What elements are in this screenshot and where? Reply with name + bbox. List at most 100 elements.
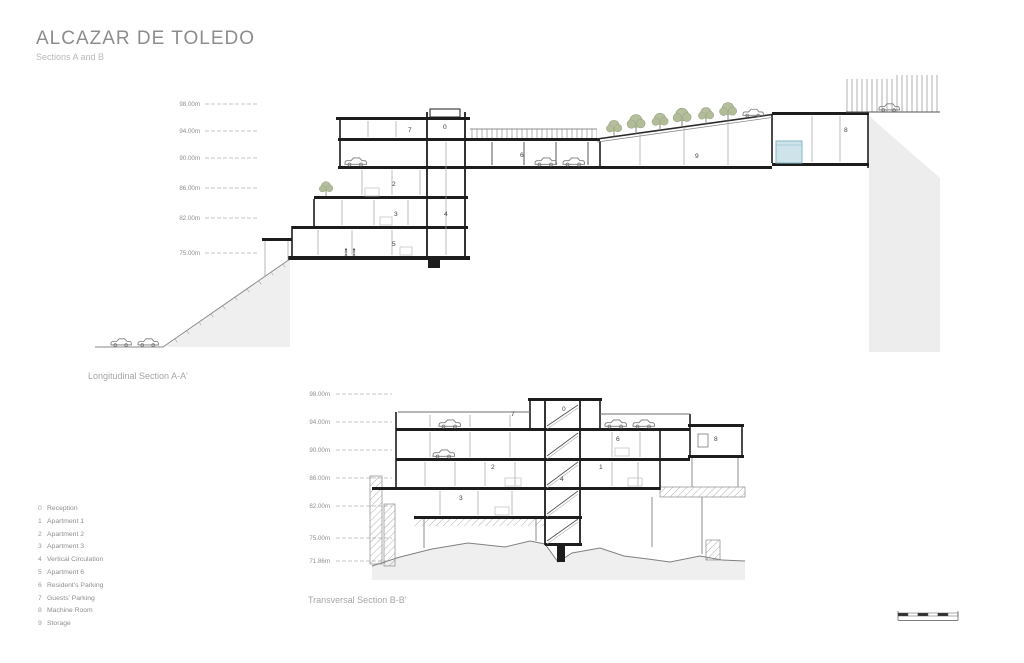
parking-columns: [491, 142, 589, 165]
tree-icon: [626, 114, 646, 135]
sloped-roof: [596, 113, 773, 140]
longitudinal-section-figure: 98.00m 94.00m 90.00m 86.00m 82.00m 75.00…: [95, 75, 940, 352]
room-label: 2: [392, 181, 396, 188]
legend-label: Apartment 2: [47, 530, 85, 538]
title-block: ALCAZAR DE TOLEDO Sections A and B: [36, 28, 255, 62]
room-label: 7: [511, 411, 515, 418]
elevation-leaders-trans: 98.00m 94.00m 90.00m 86.00m 82.00m 75.00…: [309, 391, 392, 565]
room-labels-long: 7 0 6 9 8 2 3 4 5: [392, 124, 848, 248]
legend-num: 5: [38, 568, 42, 576]
legend-label: Resident's Parking: [47, 581, 104, 589]
person-icon: [344, 247, 348, 257]
elevation-label: 82.00m: [179, 215, 200, 222]
legend-item: 2 Apartment 2: [38, 529, 103, 542]
legend-label: Apartment 6: [47, 568, 85, 576]
elevation-label: 98.00m: [179, 101, 200, 108]
room-label: 0: [443, 124, 447, 131]
stairs: [546, 404, 579, 542]
building-walls-trans: [395, 401, 743, 490]
building-walls: [291, 112, 869, 258]
elevation-label: 94.00m: [179, 128, 200, 135]
legend-item: 3 Apartment 3: [38, 541, 103, 554]
sheet-title: ALCAZAR DE TOLEDO: [36, 28, 256, 49]
room-label: 7: [408, 127, 412, 134]
car-icon: [432, 449, 455, 459]
legend-num: 1: [38, 517, 42, 525]
deck-railing: [470, 128, 597, 138]
car-icon: [534, 157, 557, 167]
scale-bar: [897, 611, 959, 621]
elevation-label: 75.00m: [309, 535, 330, 542]
legend-item: 5 Apartment 6: [38, 567, 103, 580]
car-icon: [604, 419, 627, 429]
tower-clerestory: [429, 108, 461, 118]
legend-num: 2: [38, 530, 42, 538]
legend-label: Vertical Circulation: [47, 556, 104, 564]
car-icon: [562, 157, 585, 167]
legend-item: 6 Resident's Parking: [38, 580, 103, 593]
legend-num: 3: [38, 543, 42, 551]
room-label: 2: [491, 464, 495, 471]
tree-icon: [697, 107, 715, 125]
car-icon: [110, 338, 132, 347]
legend-label: Apartment 1: [47, 517, 85, 525]
legend-label: Storage: [47, 620, 71, 628]
stair-core-walls: [544, 401, 581, 545]
stair-tower-walls: [426, 112, 466, 256]
room-label: 6: [616, 436, 620, 443]
legend-label: Apartment 3: [47, 543, 85, 551]
room-label: 4: [444, 211, 448, 218]
furniture: [364, 187, 413, 256]
sheet-subtitle: Sections A and B: [36, 52, 105, 62]
trees: [318, 102, 738, 197]
elevation-label: 90.00m: [309, 447, 330, 454]
transversal-caption: Transversal Section B-B': [308, 595, 407, 605]
stairs-soffit: [546, 407, 579, 545]
elevation-leaders-long: 98.00m 94.00m 90.00m 86.00m 82.00m 75.00…: [179, 101, 258, 257]
pool: [775, 140, 803, 164]
legend-num: 6: [38, 581, 42, 589]
room-label: 4: [560, 476, 564, 483]
elevation-label: 90.00m: [179, 155, 200, 162]
legend-num: 9: [38, 620, 42, 628]
car-icon: [344, 157, 367, 167]
room-label: 8: [844, 127, 848, 134]
canopy-posts: [264, 241, 289, 277]
building-slabs: [262, 112, 869, 268]
legend-item: 1 Apartment 1: [38, 516, 103, 529]
legend-label: Reception: [47, 505, 78, 512]
mullions: [317, 116, 841, 255]
elevation-label: 82.00m: [309, 503, 330, 510]
tree-icon: [651, 112, 669, 131]
machine-room-window: [697, 433, 709, 448]
terrain: [95, 116, 940, 352]
elevation-label: 71.86m: [309, 558, 330, 565]
cars-trans: [432, 419, 655, 459]
room-label: 0: [562, 406, 566, 413]
person-icon: [352, 247, 356, 257]
parapets: [398, 411, 690, 415]
elevation-label: 94.00m: [309, 419, 330, 426]
legend-num: 7: [38, 594, 42, 602]
tree-icon: [672, 107, 692, 128]
legend-label: Machine Room: [47, 607, 93, 615]
tree-icon: [318, 181, 334, 197]
tree-icon: [605, 119, 623, 138]
transversal-section-figure: 98.00m 94.00m 90.00m 86.00m 82.00m 75.00…: [309, 391, 746, 580]
room-label: 9: [695, 153, 699, 160]
room-label: 3: [459, 495, 463, 502]
room-label: 8: [714, 436, 718, 443]
car-icon: [137, 338, 159, 347]
furniture-trans: [494, 447, 643, 516]
car-icon: [632, 419, 655, 429]
room-label: 3: [394, 211, 398, 218]
longitudinal-caption: Longitudinal Section A-A': [88, 371, 188, 381]
room-label: 5: [392, 241, 396, 248]
legend-item: 8 Machine Room: [38, 605, 103, 618]
elevation-label: 75.00m: [179, 250, 200, 257]
mullions-trans: [424, 415, 641, 515]
legend-num: 8: [38, 607, 42, 615]
